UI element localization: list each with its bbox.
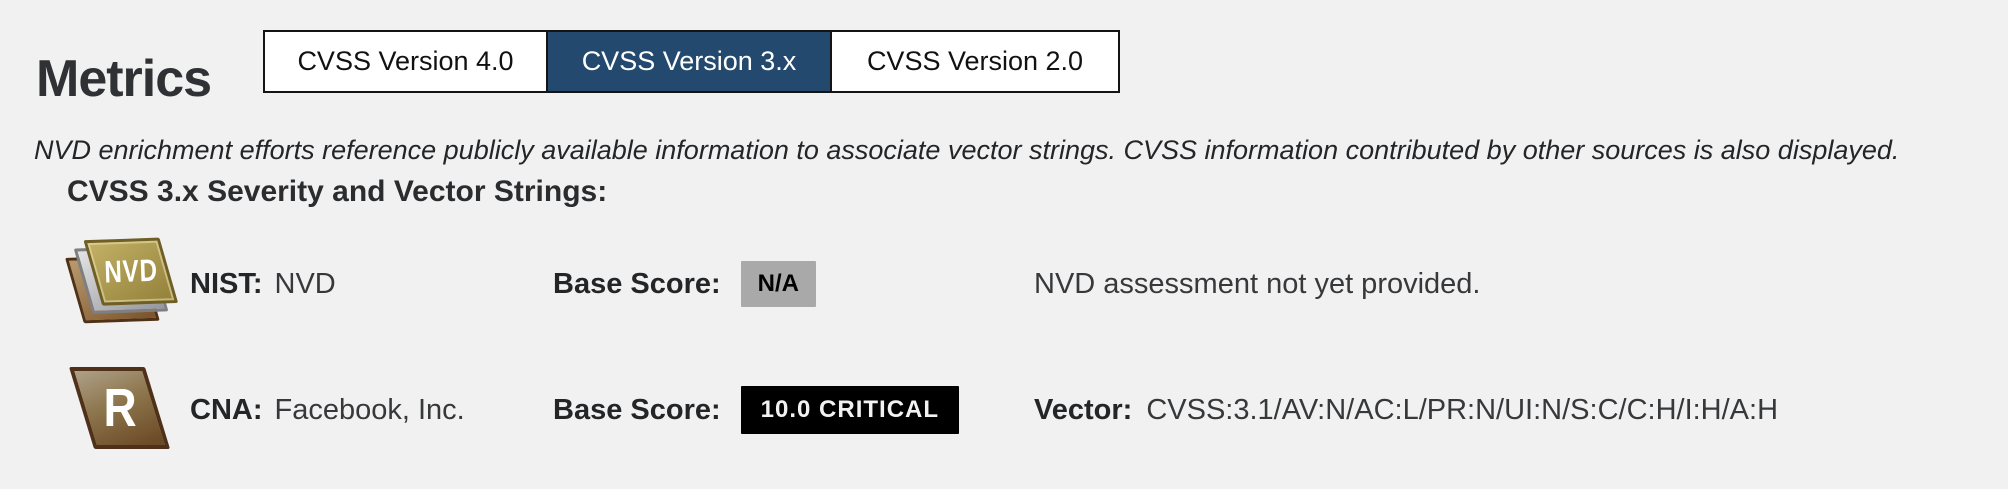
metric-row-cna: R CNA: Facebook, Inc. Base Score: 10.0 C…	[64, 362, 1964, 458]
vector-label: Vector:	[1034, 393, 1133, 426]
source-label: NIST:	[190, 267, 263, 300]
tab-cvss-version-4-0[interactable]: CVSS Version 4.0	[263, 30, 548, 93]
cna-r-icon: R	[64, 364, 176, 456]
severity-section-heading: CVSS 3.x Severity and Vector Strings:	[67, 174, 608, 208]
source-cell: CNA: Facebook, Inc.	[190, 394, 553, 427]
base-score-badge-critical[interactable]: 10.0 CRITICAL	[740, 386, 960, 434]
source-value: Facebook, Inc.	[274, 393, 465, 426]
page-title: Metrics	[36, 49, 212, 108]
cna-r-plate: R	[69, 367, 171, 449]
base-score-label: Base Score:	[553, 393, 721, 426]
tab-cvss-version-3-x[interactable]: CVSS Version 3.x	[548, 30, 832, 93]
nvd-icon-label: NVD	[103, 252, 159, 290]
metric-row-nist: NVD NIST: NVD Base Score: N/A NVD assess…	[64, 236, 1964, 332]
source-icon-cell: R	[64, 364, 190, 456]
cvss-version-tabs: CVSS Version 4.0 CVSS Version 3.x CVSS V…	[263, 30, 1120, 93]
detail-cell: NVD assessment not yet provided.	[1034, 268, 1964, 301]
nvd-assessment-text: NVD assessment not yet provided.	[1034, 267, 1481, 300]
source-icon-cell: NVD	[62, 237, 190, 331]
nvd-layers-icon: NVD	[62, 237, 179, 331]
source-label: CNA:	[190, 393, 263, 426]
score-cell: Base Score: 10.0 CRITICAL	[553, 386, 1034, 434]
base-score-label: Base Score:	[553, 267, 721, 300]
source-value: NVD	[274, 267, 336, 300]
metrics-panel: Metrics CVSS Version 4.0 CVSS Version 3.…	[0, 0, 2008, 489]
enrichment-disclaimer: NVD enrichment efforts reference publicl…	[34, 135, 1900, 165]
base-score-badge-na[interactable]: N/A	[740, 261, 816, 307]
score-cell: Base Score: N/A	[553, 261, 1034, 307]
vector-string: CVSS:3.1/AV:N/AC:L/PR:N/UI:N/S:C/C:H/I:H…	[1146, 393, 1779, 426]
source-cell: NIST: NVD	[190, 268, 553, 301]
cna-icon-label: R	[102, 378, 137, 438]
tab-cvss-version-2-0[interactable]: CVSS Version 2.0	[832, 30, 1120, 93]
detail-cell: Vector: CVSS:3.1/AV:N/AC:L/PR:N/UI:N/S:C…	[1034, 394, 1964, 427]
